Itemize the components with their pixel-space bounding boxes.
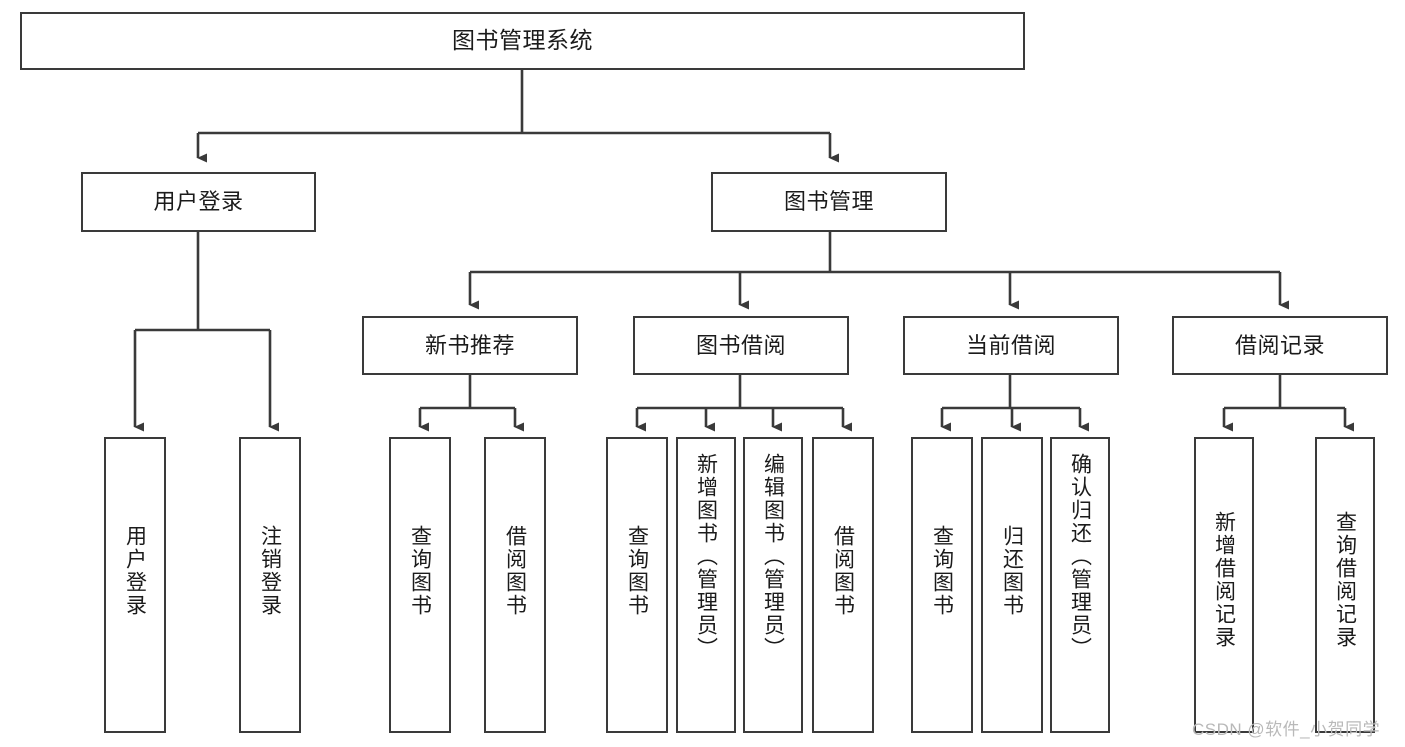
node-label: 图书管理系统 <box>452 27 593 54</box>
leaf-borrow-add-book-admin[interactable]: 新增图书（管理员） <box>676 437 736 733</box>
node-book-management[interactable]: 图书管理 <box>711 172 947 232</box>
leaf-borrow-borrow-book[interactable]: 借阅图书 <box>812 437 874 733</box>
leaf-current-return-book[interactable]: 归还图书 <box>981 437 1043 733</box>
node-user-login[interactable]: 用户登录 <box>81 172 316 232</box>
node-label: 新书推荐 <box>424 332 515 358</box>
node-label: 查询图书 <box>625 525 649 617</box>
node-label: 确认归还（管理员） <box>1068 453 1092 660</box>
node-book-borrow[interactable]: 图书借阅 <box>633 316 849 375</box>
node-label: 新增借阅记录 <box>1212 511 1236 649</box>
node-label: 当前借阅 <box>965 332 1056 358</box>
leaf-borrow-query-book[interactable]: 查询图书 <box>606 437 668 733</box>
node-label: 查询图书 <box>930 525 954 617</box>
leaf-user-login[interactable]: 用户登录 <box>104 437 166 733</box>
node-label: 借阅图书 <box>831 525 855 617</box>
leaf-record-add-record[interactable]: 新增借阅记录 <box>1194 437 1254 733</box>
node-current-borrow[interactable]: 当前借阅 <box>903 316 1119 375</box>
leaf-current-query-book[interactable]: 查询图书 <box>911 437 973 733</box>
node-label: 归还图书 <box>1000 525 1024 617</box>
leaf-user-logout[interactable]: 注销登录 <box>239 437 301 733</box>
node-label: 借阅记录 <box>1234 332 1325 358</box>
leaf-record-query-record[interactable]: 查询借阅记录 <box>1315 437 1375 733</box>
node-label: 图书管理 <box>783 189 874 215</box>
node-label: 查询借阅记录 <box>1333 511 1357 649</box>
leaf-recommend-query-book[interactable]: 查询图书 <box>389 437 451 733</box>
node-label: 图书借阅 <box>695 332 786 358</box>
node-label: 编辑图书（管理员） <box>761 453 785 660</box>
node-label: 新增图书（管理员） <box>694 453 718 660</box>
node-borrow-record[interactable]: 借阅记录 <box>1172 316 1388 375</box>
node-label: 用户登录 <box>153 189 244 215</box>
watermark-text: CSDN @软件_小贺同学 <box>1192 720 1381 739</box>
node-new-book-recommend[interactable]: 新书推荐 <box>362 316 578 375</box>
node-label: 借阅图书 <box>503 525 527 617</box>
node-label: 用户登录 <box>123 525 147 617</box>
node-label: 注销登录 <box>258 525 282 617</box>
leaf-recommend-borrow-book[interactable]: 借阅图书 <box>484 437 546 733</box>
leaf-borrow-edit-book-admin[interactable]: 编辑图书（管理员） <box>743 437 803 733</box>
node-root-system[interactable]: 图书管理系统 <box>20 12 1025 70</box>
leaf-current-confirm-return-admin[interactable]: 确认归还（管理员） <box>1050 437 1110 733</box>
node-label: 查询图书 <box>408 525 432 617</box>
